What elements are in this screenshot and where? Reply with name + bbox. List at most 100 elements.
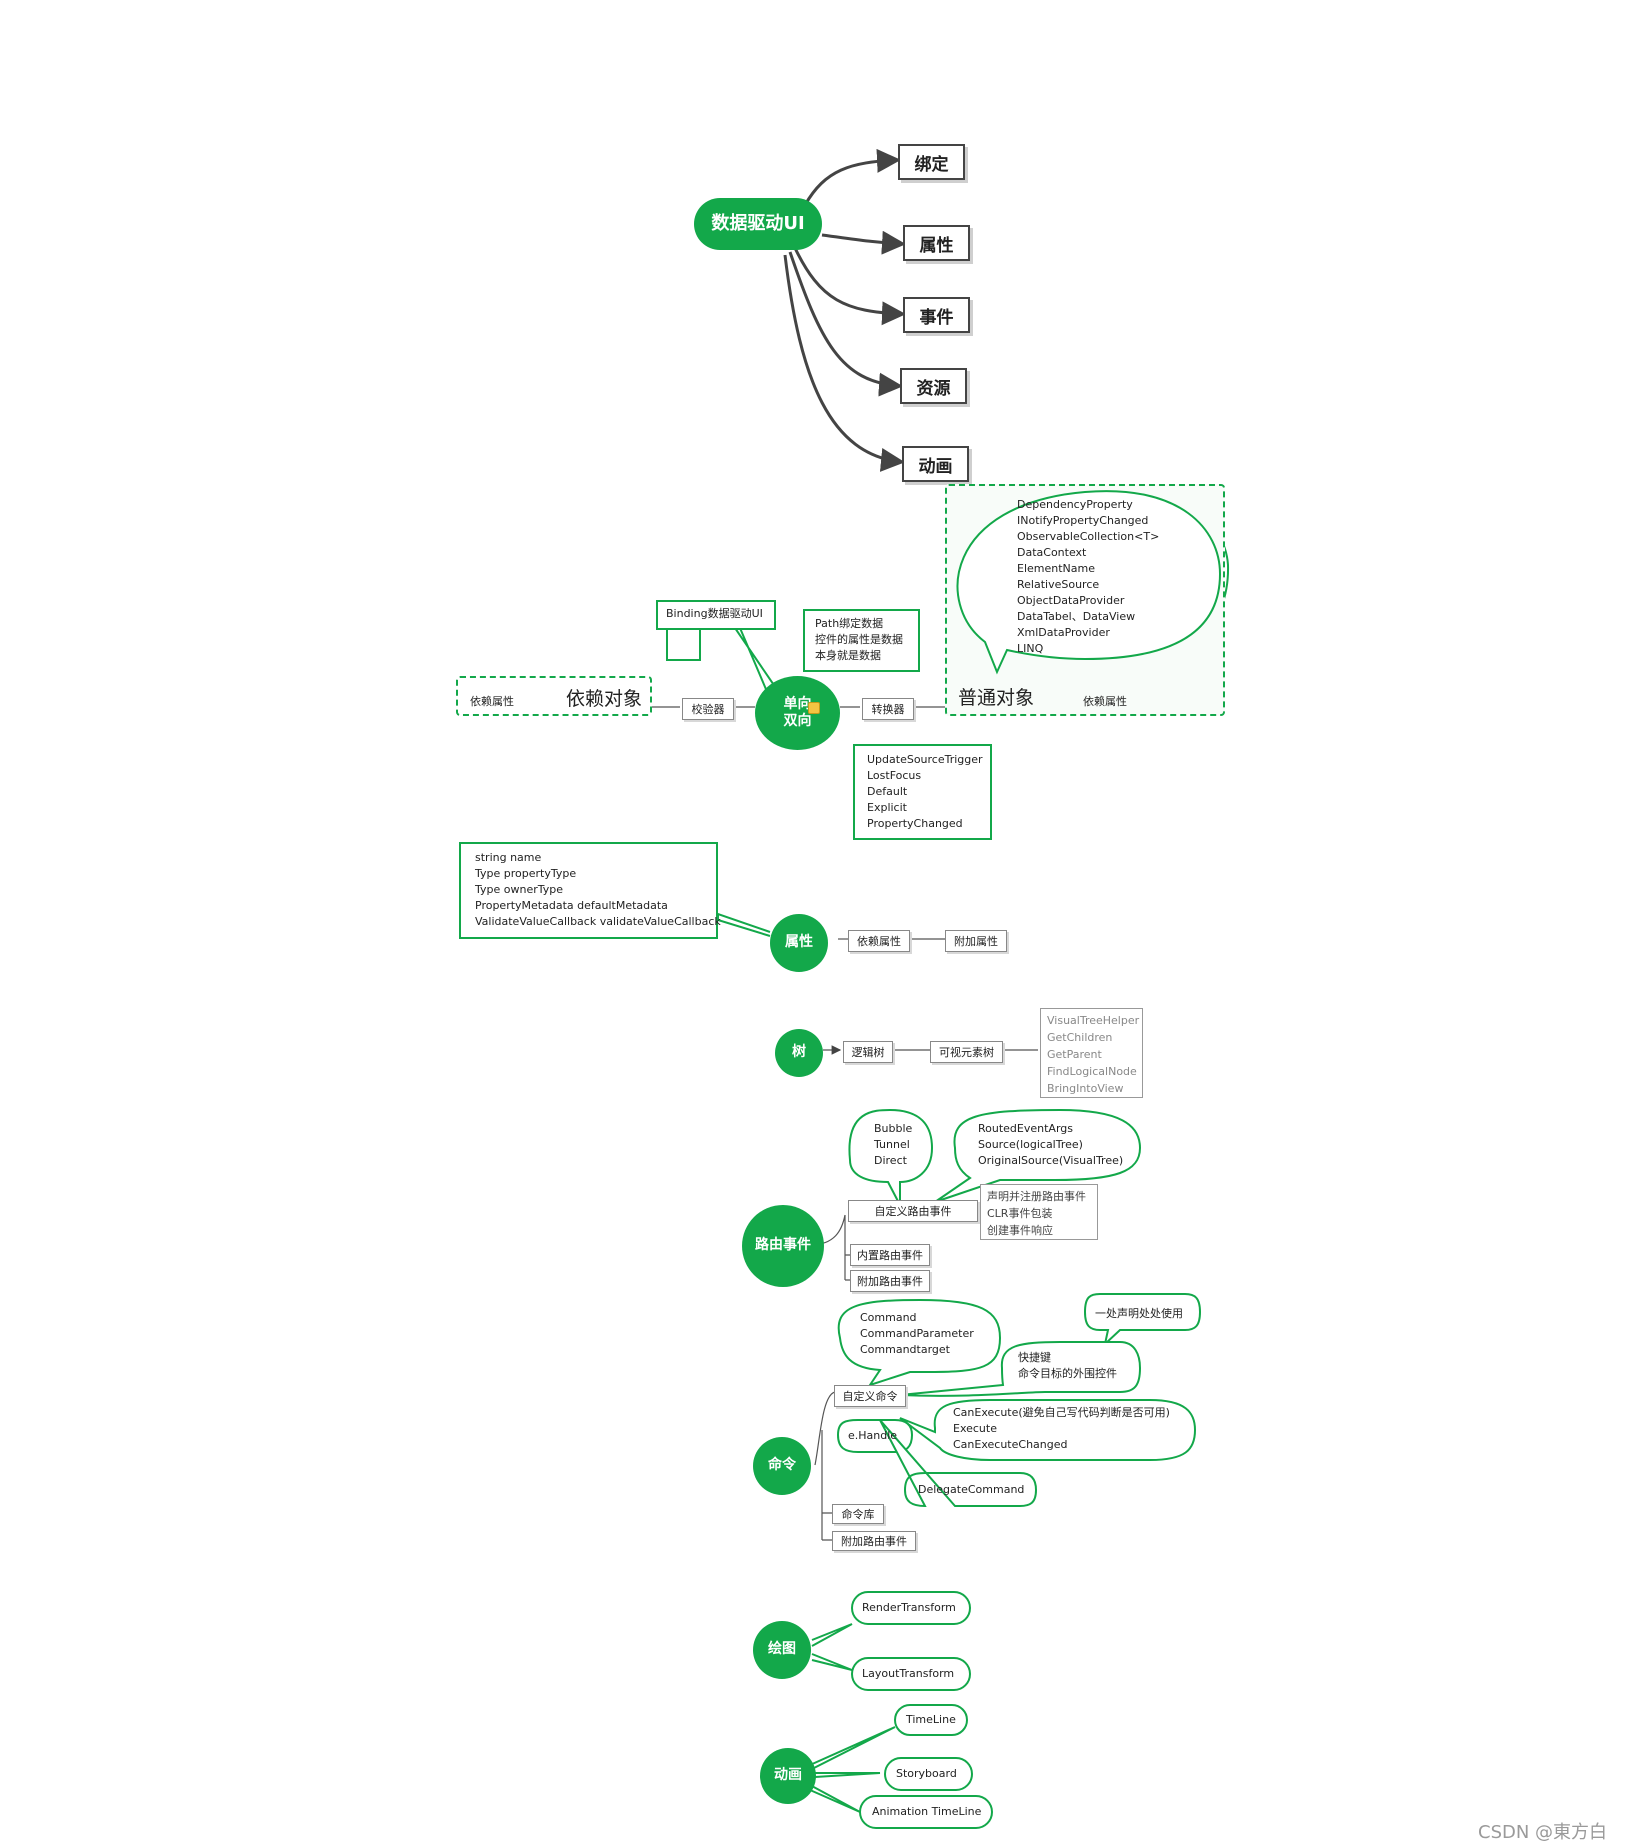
property-field: Type propertyType (475, 867, 577, 880)
binding-callout[interactable]: Binding数据驱动UI (656, 600, 776, 630)
data-source-item: RelativeSource (1017, 578, 1100, 591)
validator-label: 校验器 (691, 703, 725, 716)
tree-helper-box[interactable]: VisualTreeHelper GetChildren GetParent F… (1040, 1008, 1143, 1098)
dependency-object-box (456, 676, 652, 716)
command-attached-label: 附加路由事件 (841, 1535, 907, 1548)
bubble-delegate (879, 1419, 1038, 1508)
converter-node[interactable]: 转换器 (862, 698, 914, 720)
bubble-strategies (848, 1108, 934, 1206)
data-source-item: DependencyProperty (1017, 498, 1133, 511)
visual-tree-node[interactable]: 可视元素树 (930, 1041, 1003, 1063)
shortcut-item: 命令目标的外围控件 (1018, 1367, 1117, 1380)
branch-event[interactable]: 事件 (903, 297, 970, 333)
shortcut-list: 快捷键 命令目标的外围控件 (1018, 1350, 1117, 1382)
builtin-routed-event-label: 内置路由事件 (857, 1249, 923, 1262)
binding-oneway-label: 单向 (783, 695, 812, 712)
branch-property[interactable]: 属性 (903, 225, 970, 261)
branch-binding[interactable]: 绑定 (898, 144, 965, 180)
visual-tree-label: 可视元素树 (939, 1046, 994, 1059)
command-prop-item: Command (860, 1311, 917, 1324)
data-source-list: DependencyProperty INotifyPropertyChange… (1017, 497, 1159, 657)
path-note-line: 控件的属性是数据 (815, 633, 903, 646)
connector-root-event (793, 247, 906, 326)
bubble-timeline (894, 1704, 968, 1736)
routed-step-item: CLR事件包装 (987, 1207, 1053, 1220)
render-transform-text: RenderTransform (862, 1601, 956, 1614)
custom-command-node[interactable]: 自定义命令 (834, 1385, 906, 1407)
command-node[interactable]: 命令 (753, 1437, 811, 1495)
routed-steps-box[interactable]: 声明并注册路由事件 CLR事件包装 创建事件响应 (980, 1184, 1098, 1240)
builtin-routed-event-node[interactable]: 内置路由事件 (850, 1244, 930, 1266)
data-source-bubble (956, 490, 1222, 675)
connector-draw-render (811, 1623, 853, 1647)
routing-strategy-item: Tunnel (874, 1138, 910, 1151)
data-source-item: ElementName (1017, 562, 1095, 575)
property-node-label: 属性 (785, 934, 813, 951)
connector-anim-animtimeline (809, 1784, 861, 1813)
binding-direction-node[interactable]: 单向 双向 (755, 676, 840, 750)
attached-property-label: 附加属性 (954, 935, 998, 948)
bubble-storyboard (884, 1757, 973, 1791)
branch-animation-label: 动画 (918, 456, 953, 477)
property-field: PropertyMetadata defaultMetadata (475, 899, 668, 912)
command-prop-item: CommandParameter (860, 1327, 974, 1340)
tree-helper-item: GetParent (1047, 1048, 1102, 1061)
bubble-shortcuts (899, 1341, 1142, 1397)
property-field: string name (475, 851, 542, 864)
routed-args-list: RoutedEventArgs Source(logicalTree) Orig… (978, 1121, 1123, 1169)
animation-node[interactable]: 动画 (760, 1748, 816, 1804)
bubble-args (934, 1108, 1142, 1203)
command-methods-list: CanExecute(避免自己写代码判断是否可用) Execute CanExe… (953, 1405, 1170, 1453)
routed-args-item: Source(logicalTree) (978, 1138, 1083, 1151)
data-source-item: ObjectDataProvider (1017, 594, 1125, 607)
note-bracket (666, 627, 701, 661)
layout-transform-text: LayoutTransform (862, 1667, 955, 1680)
update-trigger-item: UpdateSourceTrigger (867, 753, 983, 766)
tree-node-label: 树 (792, 1044, 806, 1061)
csdn-watermark: CSDN @東方白 (1478, 1822, 1608, 1843)
tree-node[interactable]: 树 (775, 1029, 823, 1077)
routing-strategy-list: Bubble Tunnel Direct (874, 1121, 912, 1169)
connector-root-resource (788, 251, 903, 397)
dep-property-label: 依赖属性 (857, 935, 901, 948)
logical-tree-label: 逻辑树 (851, 1046, 885, 1059)
routing-strategy-item: Direct (874, 1154, 907, 1167)
tree-helper-item: VisualTreeHelper (1047, 1014, 1140, 1027)
command-library-label: 命令库 (841, 1508, 875, 1521)
bubble-declare (1083, 1293, 1202, 1347)
property-fields-box[interactable]: string name Type propertyType Type owner… (459, 842, 721, 939)
note-icon[interactable] (808, 702, 820, 714)
attached-property-node[interactable]: 附加属性 (945, 930, 1007, 952)
command-attached-node[interactable]: 附加路由事件 (832, 1531, 916, 1551)
branch-animation[interactable]: 动画 (902, 446, 969, 482)
drawing-node[interactable]: 绘图 (753, 1621, 811, 1679)
update-trigger-box[interactable]: UpdateSourceTrigger LostFocus Default Ex… (853, 744, 992, 840)
path-note[interactable]: Path绑定数据 控件的属性是数据 本身就是数据 (803, 609, 920, 672)
bubble-command-props (837, 1298, 1002, 1387)
connector-root-animation (783, 254, 905, 472)
root-node[interactable]: 数据驱动UI (694, 198, 822, 250)
logical-tree-node[interactable]: 逻辑树 (843, 1041, 893, 1063)
routed-args-item: RoutedEventArgs (978, 1122, 1073, 1135)
command-library-node[interactable]: 命令库 (832, 1504, 884, 1524)
data-source-item: INotifyPropertyChanged (1017, 514, 1149, 527)
connector-anim-timeline (809, 1726, 896, 1771)
validator-node[interactable]: 校验器 (682, 698, 734, 720)
dep-property-node[interactable]: 依赖属性 (848, 930, 910, 952)
property-field: ValidateValueCallback validateValueCallb… (475, 915, 721, 928)
animation-node-label: 动画 (774, 1767, 802, 1784)
declare-bubble-text: 一处声明处处使用 (1095, 1307, 1183, 1320)
data-source-item: DataContext (1017, 546, 1087, 559)
tree-helper-item: BringIntoView (1047, 1082, 1124, 1095)
attached-routed-event-node[interactable]: 附加路由事件 (850, 1270, 930, 1292)
command-method-item: Execute (953, 1422, 997, 1435)
right-dep-property-label: 依赖属性 (1083, 695, 1127, 708)
branch-resource[interactable]: 资源 (900, 368, 967, 404)
tree-helper-item: FindLogicalNode (1047, 1065, 1137, 1078)
branch-binding-label: 绑定 (914, 154, 949, 175)
routed-event-node[interactable]: 路由事件 (742, 1205, 824, 1287)
data-source-item: XmlDataProvider (1017, 626, 1110, 639)
connector-routed-spine (809, 1214, 850, 1281)
custom-routed-event-node[interactable]: 自定义路由事件 (848, 1200, 978, 1222)
property-node[interactable]: 属性 (770, 914, 828, 972)
